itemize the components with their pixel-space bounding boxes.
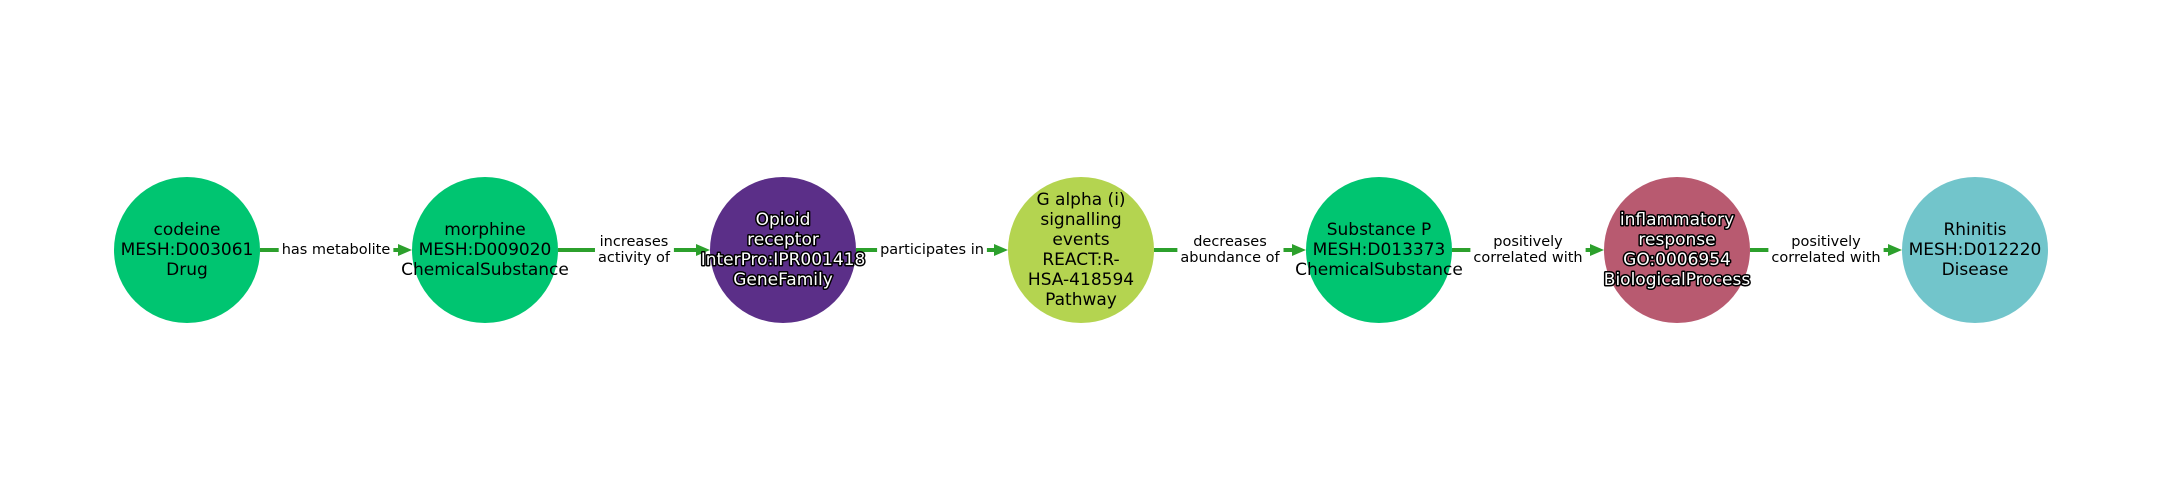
edge-label-text: correlated with [1771,250,1880,266]
node-label-text: GO:0006954 [1623,250,1731,270]
arrowhead-icon [696,244,710,256]
edge-label-background [1768,233,1884,267]
node-label-text: ChemicalSubstance [1295,260,1463,280]
edge-label-background [1470,233,1586,267]
node-label-text: codeine [154,220,221,240]
edge-label-text: increases [600,234,669,250]
node-circle [1008,177,1154,323]
arrowhead-icon [1590,244,1604,256]
node-4: G alpha (i)signallingeventsREACT:R-HSA-4… [1008,177,1154,323]
arrowhead-icon [1888,244,1902,256]
node-label-text: MESH:D013373 [1313,240,1446,260]
node-label-text: BiologicalProcess [1604,270,1751,290]
edge-label-text: participates in [880,242,984,258]
edge-label-background [594,233,674,267]
edge-label-text: correlated with [1473,250,1582,266]
edge-label: has metabolite [278,241,394,259]
node-label-text: response [1638,230,1715,250]
edge-label-background [278,241,394,259]
node-label-text: signalling [1040,210,1121,230]
node-circle [1902,177,2048,323]
node-circle [114,177,260,323]
edge-label-text: positively [1493,234,1563,250]
node-label-text: receptor [747,230,819,250]
node-label-text: events [1052,230,1109,250]
node-circle [710,177,856,323]
node-label-text: MESH:D012220 [1909,240,2042,260]
node-label-text: MESH:D003061 [121,240,254,260]
edge-label-text: positively [1791,234,1861,250]
node-label-text: inflammatory [1620,210,1734,230]
node-6: inflammatoryresponseGO:0006954Biological… [1602,177,1752,323]
node-3: OpioidreceptorInterPro:IPR001418GeneFami… [699,177,867,323]
node-circle [1604,177,1750,323]
node-label-text: REACT:R- [1042,250,1119,270]
node-label-text: InterPro:IPR001418 [701,250,866,270]
node-label-text: Opioid [756,210,811,230]
edge-label-text: activity of [598,250,671,266]
node-label-text: MESH:D009020 [419,240,552,260]
edge-label-text: decreases [1193,234,1267,250]
edge-label-text: has metabolite [282,242,391,258]
node-label-text: Disease [1942,260,2009,280]
node-circle [1306,177,1452,323]
arrowhead-icon [994,244,1008,256]
edge-label-background [1177,233,1284,267]
node-label-text: GeneFamily [733,270,833,290]
node-label-text: Substance P [1327,220,1432,240]
node-label-text: Pathway [1045,290,1117,310]
node-label-text: morphine [444,220,525,240]
node-circle [412,177,558,323]
node-label-text: ChemicalSubstance [401,260,569,280]
arrowhead-icon [398,244,412,256]
node-label-text: Drug [166,260,208,280]
node-label-text: G alpha (i) [1036,190,1125,210]
node-label-text: Rhinitis [1943,220,2006,240]
edge-label: participates in [877,241,987,259]
arrowhead-icon [1292,244,1306,256]
edge-label-text: abundance of [1180,250,1280,266]
node-label-text: HSA-418594 [1028,270,1134,290]
edge-label-background [877,241,987,259]
